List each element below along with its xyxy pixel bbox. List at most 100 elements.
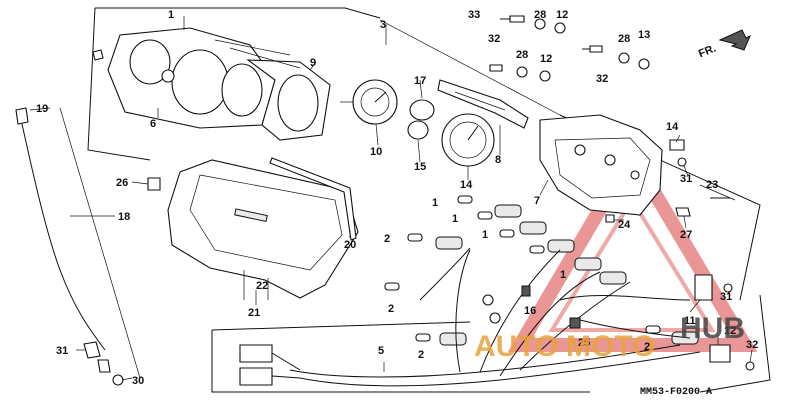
callout-1-a: 1 [432, 197, 438, 209]
bulb-2a [407, 233, 423, 242]
harness-branch-5 [419, 247, 471, 301]
bulb-1c [499, 229, 515, 238]
connector-a [239, 344, 273, 363]
indicator-panel-lens [454, 91, 506, 111]
leader-lines [29, 16, 753, 381]
bulb-2b [384, 282, 400, 291]
socket-e [439, 332, 467, 346]
front-direction-indicator: FR. [697, 29, 751, 60]
callout-15: 15 [414, 161, 426, 173]
callout-31-b: 31 [720, 291, 732, 303]
callout-5: 5 [378, 345, 384, 357]
bulb-2d [645, 325, 661, 334]
gauge-14-needle [467, 125, 479, 141]
callout-31-c: 32 [746, 339, 758, 351]
terminal-16 [521, 285, 531, 297]
right-small-parts [605, 139, 755, 371]
harness-branch-6 [559, 295, 691, 301]
meter-case-upper [92, 27, 331, 141]
callout-2-a: 2 [384, 233, 390, 245]
callout-23: 23 [706, 179, 718, 191]
clip-24 [605, 214, 615, 223]
bulb-1b [477, 211, 493, 220]
callout-29: 30 [132, 375, 144, 387]
case-ribs [214, 39, 301, 69]
callout-labels: 1 6 9 3 10 17 15 14 8 7 19 18 26 20 21 2… [36, 9, 758, 387]
callout-7: 7 [534, 195, 540, 207]
callout-32-b: 32 [596, 73, 608, 85]
callout-28-a: 28 [534, 9, 546, 21]
indicator-hole [161, 69, 175, 83]
harness-branch-1 [479, 249, 561, 373]
callout-8: 8 [495, 154, 501, 166]
callout-16: 16 [524, 305, 536, 317]
socket-d [435, 236, 463, 250]
callout-25: 25 [578, 337, 590, 349]
harness-main-2 [299, 351, 701, 387]
callout-11-b: 12 [724, 325, 736, 337]
cable-end-19 [15, 107, 29, 125]
collar-31c [745, 361, 755, 371]
callout-17: 17 [414, 75, 426, 87]
bulb-1a [457, 195, 473, 204]
front-arrow-label: FR. [697, 42, 718, 60]
watermark-triangle [507, 141, 758, 352]
washer-29 [112, 374, 124, 386]
connector-a-lead [271, 352, 301, 371]
socket-c [547, 239, 575, 253]
housing-inner [554, 137, 651, 199]
upper-frame-left [87, 7, 151, 161]
washer-28b [516, 66, 528, 78]
clamp-11a [694, 274, 713, 301]
callout-24: 24 [618, 219, 631, 231]
bulb-1d [529, 245, 545, 254]
terminal-25 [569, 317, 581, 329]
callout-3: 3 [380, 19, 386, 31]
cover-window [277, 74, 319, 132]
watermark-hub: HUB [680, 312, 745, 345]
grommet-12c [638, 58, 650, 70]
callout-27: 27 [680, 229, 692, 241]
clip-27 [675, 207, 691, 217]
grommet-12b [539, 70, 551, 82]
callout-33: 33 [468, 9, 480, 21]
gauge-14-dial [449, 121, 487, 159]
callout-20: 20 [344, 239, 356, 251]
connector-b [239, 367, 273, 386]
callout-19: 19 [36, 103, 48, 115]
bulbs-sockets [384, 195, 699, 346]
bolt-32b [589, 45, 603, 53]
connector-b-lead [271, 375, 301, 379]
callout-4: 1 [168, 9, 174, 21]
housing-boss-2 [604, 154, 616, 166]
callout-1-c: 1 [482, 229, 488, 241]
callout-10: 10 [370, 146, 382, 158]
callout-2-d: 2 [644, 341, 650, 353]
meter-case-lower [147, 157, 359, 299]
speedometer-cable [15, 107, 124, 386]
socket-b [519, 221, 547, 235]
upper-frame-top [95, 7, 381, 19]
washer-28c [618, 52, 630, 64]
lower-frame-top [211, 321, 471, 331]
meter-housing-7 [539, 114, 663, 216]
callout-1-b: 1 [452, 213, 458, 225]
frame-link [379, 19, 561, 116]
loop-b [489, 312, 501, 324]
callout-22: 22 [256, 280, 268, 292]
callout-13: 14 [666, 121, 679, 133]
housing-boss-3 [630, 170, 640, 180]
callout-2-c: 2 [418, 349, 424, 361]
socket-15 [407, 120, 429, 140]
bolt-32a [489, 64, 503, 72]
bulb-2c [415, 333, 431, 342]
grommet-13 [669, 139, 685, 151]
gauge-bezel-right [221, 63, 263, 117]
callout-21: 21 [248, 307, 260, 319]
housing-boss-1 [574, 144, 586, 156]
wire-harness-5 [239, 247, 701, 387]
callout-11-a: 11 [684, 315, 696, 327]
gauge-10-dial [360, 87, 390, 117]
